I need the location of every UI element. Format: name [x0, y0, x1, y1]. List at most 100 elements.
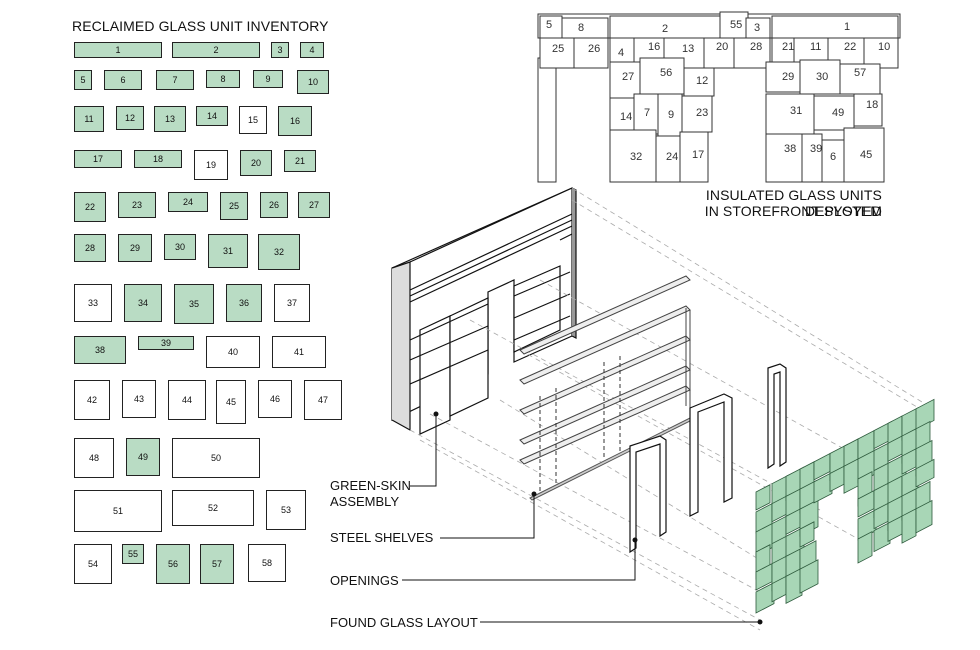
storefront-unit-26: 26 — [588, 43, 600, 55]
callout-openings: OPENINGS — [330, 573, 399, 588]
glass-unit-26: 26 — [260, 192, 288, 218]
callout-green-skin-line1: GREEN-SKIN — [330, 478, 411, 493]
glass-unit-50: 50 — [172, 438, 260, 478]
facade-panel — [755, 581, 775, 614]
glass-unit-29: 29 — [118, 234, 152, 262]
glass-unit-40: 40 — [206, 336, 260, 368]
glass-unit-47: 47 — [304, 380, 342, 420]
glass-unit-25: 25 — [220, 192, 248, 220]
facade-panel — [873, 521, 891, 553]
storefront-unit-49: 49 — [832, 107, 844, 119]
storefront-unit-27: 27 — [622, 71, 634, 83]
callout-found-glass-layout: FOUND GLASS LAYOUT — [330, 615, 478, 630]
glass-unit-53: 53 — [266, 490, 306, 530]
glass-unit-52: 52 — [172, 490, 254, 526]
storefront-unit-29: 29 — [782, 71, 794, 83]
facade-panel — [799, 521, 815, 548]
facade-panel — [915, 458, 935, 488]
storefront-title-line1: INSULATED GLASS UNITS DEPLOYED — [705, 187, 882, 219]
storefront-unit-21: 21 — [782, 41, 794, 53]
glass-unit-11: 11 — [74, 106, 104, 132]
glass-unit-14: 14 — [196, 106, 228, 126]
storefront-unit-11: 11 — [810, 41, 821, 53]
storefront-unit-22: 22 — [844, 41, 856, 53]
storefront-unit-17: 17 — [692, 149, 704, 161]
callout-steel-shelves: STEEL SHELVES — [330, 530, 434, 545]
shelf-dividers — [539, 356, 621, 492]
facade-panel — [813, 471, 833, 504]
storefront-unit-2: 2 — [662, 23, 668, 35]
callout-green-skin-line2: ASSEMBLY — [330, 494, 400, 509]
glass-unit-42: 42 — [74, 380, 110, 420]
glass-unit-22: 22 — [74, 192, 106, 222]
storefront-unit-18: 18 — [866, 99, 878, 111]
leader-dots — [433, 411, 763, 625]
storefront-unit-45: 45 — [860, 149, 872, 161]
glass-unit-56: 56 — [156, 544, 190, 584]
glass-unit-7: 7 — [156, 70, 194, 90]
glass-unit-55: 55 — [122, 544, 144, 564]
glass-unit-39: 39 — [138, 336, 194, 350]
storefront-unit-57: 57 — [854, 67, 866, 79]
glass-unit-27: 27 — [298, 192, 330, 218]
glass-unit-9: 9 — [253, 70, 283, 88]
glass-unit-41: 41 — [272, 336, 326, 368]
leader-lines — [402, 414, 760, 623]
glass-unit-32: 32 — [258, 234, 300, 270]
glass-unit-58: 58 — [248, 544, 286, 582]
glass-unit-4: 4 — [300, 42, 324, 58]
storefront-unit-6: 6 — [830, 151, 836, 163]
steel-shelves — [519, 275, 691, 465]
glass-unit-33: 33 — [74, 284, 112, 322]
glass-unit-12: 12 — [116, 106, 144, 130]
glass-unit-43: 43 — [122, 380, 156, 418]
storefront-unit-32: 32 — [630, 151, 642, 163]
facade-panel — [901, 508, 917, 544]
glass-unit-45: 45 — [216, 380, 246, 424]
glass-unit-28: 28 — [74, 234, 106, 262]
glass-unit-31: 31 — [208, 234, 248, 268]
storefront-unit-3: 3 — [754, 22, 760, 34]
glass-unit-2: 2 — [172, 42, 260, 58]
storefront-unit-14: 14 — [620, 111, 632, 123]
storefront-unit-24: 24 — [666, 151, 678, 163]
storefront-unit-31: 31 — [790, 105, 802, 117]
glass-unit-8: 8 — [206, 70, 240, 88]
glass-unit-17: 17 — [74, 150, 122, 168]
glass-unit-21: 21 — [284, 150, 316, 172]
facade-panel — [755, 484, 771, 511]
glass-unit-24: 24 — [168, 192, 208, 212]
storefront-unit-25: 25 — [552, 43, 564, 55]
glass-unit-38: 38 — [74, 336, 126, 364]
storefront-unit-30: 30 — [816, 71, 828, 83]
glass-unit-35: 35 — [174, 284, 214, 324]
storefront-elevation — [537, 11, 901, 183]
found-glass-layout — [755, 398, 935, 614]
glass-unit-48: 48 — [74, 438, 114, 478]
glass-unit-16: 16 — [278, 106, 312, 136]
glass-unit-44: 44 — [168, 380, 206, 420]
storefront-unit-16: 16 — [648, 41, 660, 53]
glass-unit-1: 1 — [74, 42, 162, 58]
storefront-unit-13: 13 — [682, 43, 694, 55]
facade-panel — [857, 531, 873, 564]
glass-unit-5: 5 — [74, 70, 92, 90]
storefront-unit-8: 8 — [578, 22, 584, 34]
glass-unit-23: 23 — [118, 192, 156, 218]
glass-unit-36: 36 — [226, 284, 262, 322]
storefront-title-line2: IN STOREFRONT SYSTEM — [704, 203, 882, 219]
storefront-unit-4: 4 — [618, 47, 624, 59]
storefront-unit-12: 12 — [696, 75, 708, 87]
glass-unit-30: 30 — [164, 234, 196, 260]
glass-unit-46: 46 — [258, 380, 292, 418]
facade-panel — [915, 499, 933, 534]
storefront-unit-1: 1 — [844, 21, 850, 33]
glass-unit-49: 49 — [126, 438, 160, 476]
glass-unit-3: 3 — [271, 42, 289, 58]
glass-unit-20: 20 — [240, 150, 272, 176]
storefront-unit-23: 23 — [696, 107, 708, 119]
glass-unit-10: 10 — [297, 70, 329, 94]
glass-unit-37: 37 — [274, 284, 310, 322]
